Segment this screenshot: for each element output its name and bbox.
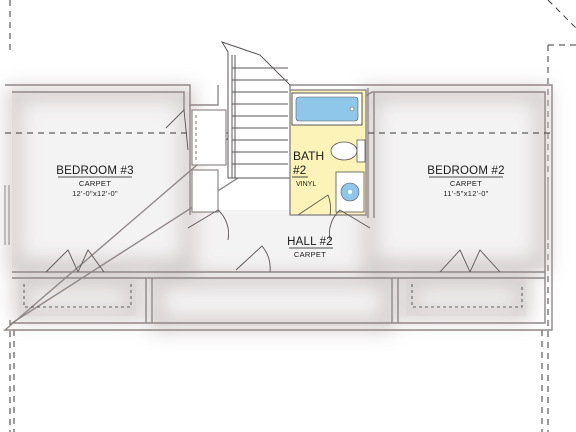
- bedroom3-name: BEDROOM #3: [56, 165, 133, 177]
- hall2-name: HALL #2: [287, 236, 333, 248]
- property-outline: [9, 0, 576, 432]
- door-swings: [45, 109, 501, 273]
- bedroom2-size: 11'-5"x12'-0": [443, 189, 488, 198]
- bedroom2-finish: CARPET: [450, 179, 482, 188]
- right-closet-shelf: [411, 284, 523, 308]
- top-right-diagonal: [547, 0, 576, 29]
- bedroom3-label: BEDROOM #3 CARPET 12'-0"x12'-0": [56, 165, 133, 198]
- staircase: [220, 41, 291, 179]
- bedroom3-finish: CARPET: [79, 179, 111, 188]
- toilet-bowl: [330, 141, 358, 161]
- bath2-label: BATH #2 VINYL: [292, 149, 324, 188]
- bedroom2-closet-door-right: [469, 249, 501, 273]
- bedroom2-shade: [363, 87, 549, 273]
- bath2-finish: VINYL: [296, 181, 316, 188]
- toilet-tank: [356, 139, 366, 163]
- hall2-finish: CARPET: [294, 250, 326, 259]
- bedroom3-floor: [12, 92, 190, 268]
- stair-treads: [232, 67, 288, 165]
- bedroom3-closet-door-right: [77, 249, 105, 273]
- tub-drain: [349, 106, 355, 112]
- exterior-walls: [3, 84, 553, 331]
- tub-water: [295, 96, 359, 122]
- bath2-name-line2: #2: [293, 163, 307, 177]
- hall2-label: HALL #2 CARPET: [287, 236, 333, 259]
- closet-right-shade: [401, 275, 531, 321]
- bedroom3-size: 12'-0"x12'-0": [72, 189, 118, 198]
- bedroom2-floor: [368, 92, 544, 268]
- bedroom2-door: [329, 209, 371, 241]
- linen-closets: [191, 109, 227, 213]
- closet-center-shade: [149, 273, 395, 331]
- linen-closet-lower: [191, 169, 219, 213]
- bathroom: [289, 89, 367, 216]
- bedroom2-name: BEDROOM #2: [427, 165, 504, 177]
- bedroom2-label: BEDROOM #2 CARPET 11'-5"x12'-0": [427, 165, 504, 198]
- window-marks: [4, 180, 553, 245]
- linen-closet-upper: [191, 109, 227, 166]
- bedroom2-closet-door-left: [439, 249, 471, 273]
- bath-door-swing: [297, 194, 332, 216]
- bedroom3-closet-door-left: [45, 249, 79, 273]
- hall-door: [235, 245, 271, 273]
- sink-drain: [348, 190, 352, 194]
- outer-wall-inner-edge: [9, 91, 546, 324]
- closet-shelves: [23, 284, 523, 308]
- bath2-name-line1: BATH: [293, 149, 324, 163]
- linen-door: [165, 109, 189, 151]
- bedroom3-door: [187, 209, 229, 241]
- hall-floor: [190, 210, 368, 272]
